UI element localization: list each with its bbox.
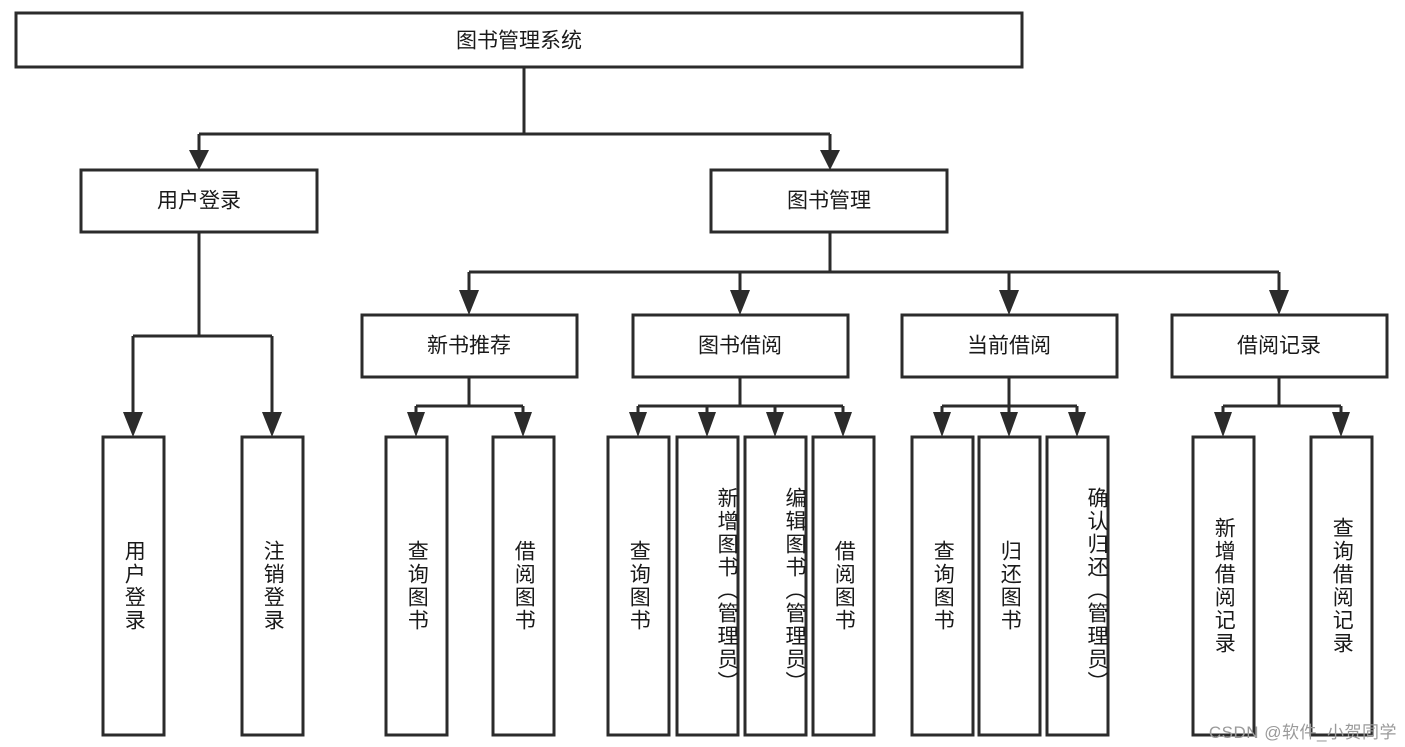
node-current-borrow-box[interactable] <box>900 313 1119 379</box>
node-new-book-recommend-label: 新书推荐 <box>427 335 511 358</box>
node-root-box[interactable] <box>14 11 1024 69</box>
node-leaf-borrow-book-2-box[interactable] <box>811 435 876 737</box>
arrow-leaf-query-book-3 <box>933 412 951 437</box>
watermark-text: CSDN @软件_小贺同学 <box>1208 723 1397 742</box>
node-book-manage-box[interactable] <box>709 168 949 234</box>
arrow-leaf-query-borrow-record <box>1332 412 1350 437</box>
node-leaf-confirm-return-admin-box[interactable] <box>1045 435 1110 737</box>
arrow-to-user-login <box>189 150 209 170</box>
node-user-login-box[interactable] <box>79 168 319 234</box>
arrow-leaf-add-borrow-record <box>1214 412 1232 437</box>
node-book-manage-label: 图书管理 <box>787 190 871 213</box>
arrow-borrow-record <box>1269 290 1289 315</box>
node-new-book-recommend-box[interactable] <box>360 313 579 379</box>
arrow-leaf-query-book-2 <box>629 412 647 437</box>
node-leaf-add-book-admin-box[interactable] <box>675 435 740 737</box>
node-leaf-user-logout-box[interactable] <box>240 435 305 737</box>
node-book-borrow-label: 图书借阅 <box>698 335 782 358</box>
arrow-leaf-edit-book-admin <box>766 412 784 437</box>
node-leaf-borrow-book-1-box[interactable] <box>491 435 556 737</box>
node-book-borrow-box[interactable] <box>631 313 850 379</box>
arrow-leaf-borrow-book-2 <box>834 412 852 437</box>
arrow-current-borrow <box>999 290 1019 315</box>
arrow-book-borrow <box>730 290 750 315</box>
arrow-leaf-add-book-admin <box>698 412 716 437</box>
arrow-leaf-user-logout <box>262 412 282 437</box>
node-borrow-record-box[interactable] <box>1170 313 1389 379</box>
arrow-leaf-user-login <box>123 412 143 437</box>
node-root-label: 图书管理系统 <box>456 30 582 53</box>
arrow-leaf-return-book <box>1000 412 1018 437</box>
node-current-borrow-label: 当前借阅 <box>967 335 1051 358</box>
node-borrow-record-label: 借阅记录 <box>1237 335 1321 358</box>
node-leaf-edit-book-admin-box[interactable] <box>743 435 808 737</box>
node-leaf-query-book-1-box[interactable] <box>384 435 449 737</box>
node-leaf-query-book-3-box[interactable] <box>910 435 975 737</box>
arrow-to-book-manage <box>820 150 840 170</box>
arrow-leaf-confirm-return-admin <box>1068 412 1086 437</box>
arrow-leaf-query-book-1 <box>407 412 425 437</box>
arrow-leaf-borrow-book-1 <box>514 412 532 437</box>
node-leaf-add-borrow-record-box[interactable] <box>1191 435 1256 737</box>
arrow-new-book-recommend <box>459 290 479 315</box>
node-user-login-label: 用户登录 <box>157 190 241 213</box>
node-leaf-return-book-box[interactable] <box>977 435 1042 737</box>
node-layer: 图书管理系统 用户登录 图书管理 新书推荐 图书借阅 当前借阅 借阅记录 <box>14 11 1389 737</box>
node-leaf-user-login-box[interactable] <box>101 435 166 737</box>
node-leaf-query-book-2-box[interactable] <box>606 435 671 737</box>
connector-layer <box>123 67 1350 437</box>
node-leaf-query-borrow-record-box[interactable] <box>1309 435 1374 737</box>
